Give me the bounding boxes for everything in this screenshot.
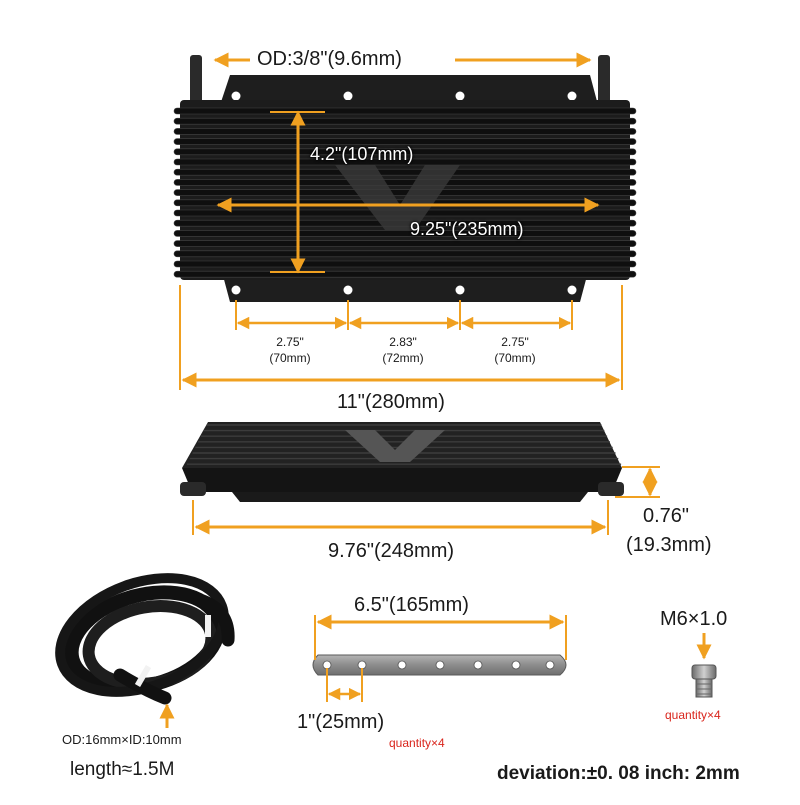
mount-hole xyxy=(343,91,353,101)
width-label: 9.25"(235mm) xyxy=(410,219,524,239)
cooler-fin xyxy=(173,230,637,237)
hose-end xyxy=(113,668,172,705)
cooler-fin xyxy=(173,189,637,196)
oil-cooler-front-view xyxy=(173,55,637,302)
cooler-fin xyxy=(173,250,637,258)
mount-hole xyxy=(567,91,577,101)
thickness-inch-label: 0.76" xyxy=(643,505,690,527)
cooler-fin xyxy=(173,168,637,176)
height-label: 4.2"(107mm) xyxy=(310,144,414,164)
m6-bolt xyxy=(691,664,717,698)
mount-hole xyxy=(567,285,577,295)
overall-length-label: 11"(280mm) xyxy=(337,391,445,413)
bracket-length-label: 6.5"(165mm) xyxy=(354,594,469,616)
deviation-label: deviation:±0. 08 inch: 2mm xyxy=(497,763,740,784)
cooler-fin xyxy=(173,148,637,156)
bracket-hole xyxy=(357,660,367,670)
logo-mark xyxy=(335,165,460,230)
cooler-fin xyxy=(173,270,637,278)
top-mount-bracket xyxy=(220,75,598,105)
hole-spacing-label: 1"(25mm) xyxy=(297,711,385,733)
mount-hole xyxy=(343,285,353,295)
spacing-2-inch: 2.83" xyxy=(389,335,417,349)
bracket-hole xyxy=(511,660,521,670)
bolt-quantity-label: quantity×4 xyxy=(665,708,721,722)
angled-fitting-left xyxy=(180,482,206,496)
hose-end xyxy=(193,593,235,647)
bolt-head xyxy=(691,664,717,680)
cooler-fin xyxy=(173,158,637,166)
cooler-fins xyxy=(173,107,637,278)
mount-hole xyxy=(455,91,465,101)
inlet-fitting xyxy=(190,55,202,110)
cooler-fin xyxy=(173,128,637,135)
mounting-bracket-strip xyxy=(312,654,567,676)
bracket-hole xyxy=(435,660,445,670)
hose-coil xyxy=(55,573,235,705)
mount-hole xyxy=(231,285,241,295)
bracket-hole xyxy=(322,660,332,670)
cooler-fin xyxy=(173,138,637,145)
side-length-label: 9.76"(248mm) xyxy=(328,540,455,562)
hose-diameter-label: OD:16mm×ID:10mm xyxy=(62,732,182,747)
spacing-3-inch: 2.75" xyxy=(501,335,529,349)
cooler-fin xyxy=(173,117,637,125)
bracket-hole xyxy=(545,660,555,670)
cooler-fin xyxy=(173,179,637,186)
outlet-fitting xyxy=(598,55,610,110)
thickness-mm-label: (19.3mm) xyxy=(626,534,712,556)
angled-fitting-right xyxy=(598,482,624,496)
hole-spacing-dims xyxy=(235,300,573,330)
oil-cooler-angled-view xyxy=(180,422,624,502)
bracket-hole xyxy=(397,660,407,670)
bracket-quantity-label: quantity×4 xyxy=(389,736,445,750)
spacing-1-mm: (70mm) xyxy=(269,351,311,365)
zip-tie xyxy=(134,664,152,688)
cooler-fin xyxy=(173,107,637,115)
zip-tie xyxy=(205,615,211,637)
angled-cooler-base xyxy=(182,468,622,492)
cooler-fin xyxy=(173,260,637,268)
spacing-2-mm: (72mm) xyxy=(382,351,424,365)
bolt-size-label: M6×1.0 xyxy=(660,608,728,630)
spacing-3-mm: (70mm) xyxy=(494,351,536,365)
cooler-fin xyxy=(173,240,637,247)
angled-logo-mark xyxy=(345,430,445,462)
spacing-1-inch: 2.75" xyxy=(276,335,304,349)
angled-mount-bracket xyxy=(232,492,588,502)
angled-cooler-fins xyxy=(186,424,622,465)
mount-hole xyxy=(455,285,465,295)
mount-hole xyxy=(231,91,241,101)
bracket-hole xyxy=(473,660,483,670)
hose-length-label: length≈1.5M xyxy=(70,759,175,780)
od-label: OD:3/8"(9.6mm) xyxy=(257,48,402,70)
